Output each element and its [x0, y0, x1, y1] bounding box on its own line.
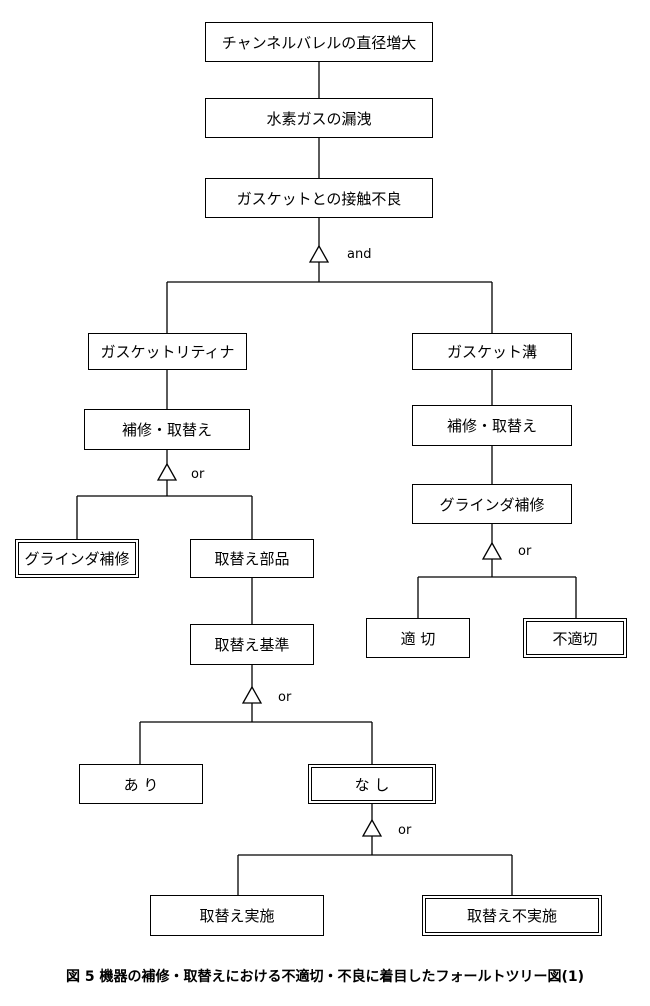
node-replacement-criteria: 取替え基準	[190, 624, 314, 665]
and-gate-symbol	[308, 244, 330, 263]
gate-label-or: or	[278, 690, 292, 705]
figure-caption: 図 5 機器の補修・取替えにおける不適切・不良に着目したフォールトツリー図(1)	[65, 969, 585, 985]
gate-label-or: or	[398, 823, 412, 838]
node-gasket-retainer: ガスケットリティナ	[88, 333, 247, 370]
node-yes: あ り	[79, 764, 203, 804]
node-hydrogen-leak: 水素ガスの漏洩	[205, 98, 433, 138]
or-gate-symbol	[481, 541, 503, 560]
node-grinder-right: グラインダ補修	[412, 484, 572, 524]
node-gasket-contact: ガスケットとの接触不良	[205, 178, 433, 218]
node-channel-barrel: チャンネルバレルの直径増大	[205, 22, 433, 62]
node-proper: 適 切	[366, 618, 470, 658]
or-gate-symbol	[156, 462, 178, 481]
node-no: な し	[308, 764, 436, 804]
gate-label-or: or	[518, 544, 532, 559]
gate-label-or: or	[191, 467, 205, 482]
node-grinder-left: グラインダ補修	[15, 539, 139, 578]
node-improper: 不適切	[523, 618, 627, 658]
node-gasket-groove: ガスケット溝	[412, 333, 572, 370]
or-gate-symbol	[241, 685, 263, 704]
node-repair-right: 補修・取替え	[412, 405, 572, 446]
node-replacement-not-done: 取替え不実施	[422, 895, 602, 936]
node-replacement-parts: 取替え部品	[190, 539, 314, 578]
node-repair-left: 補修・取替え	[84, 409, 250, 450]
or-gate-symbol	[361, 818, 383, 837]
node-replacement-done: 取替え実施	[150, 895, 324, 936]
gate-label-and: and	[347, 247, 372, 262]
